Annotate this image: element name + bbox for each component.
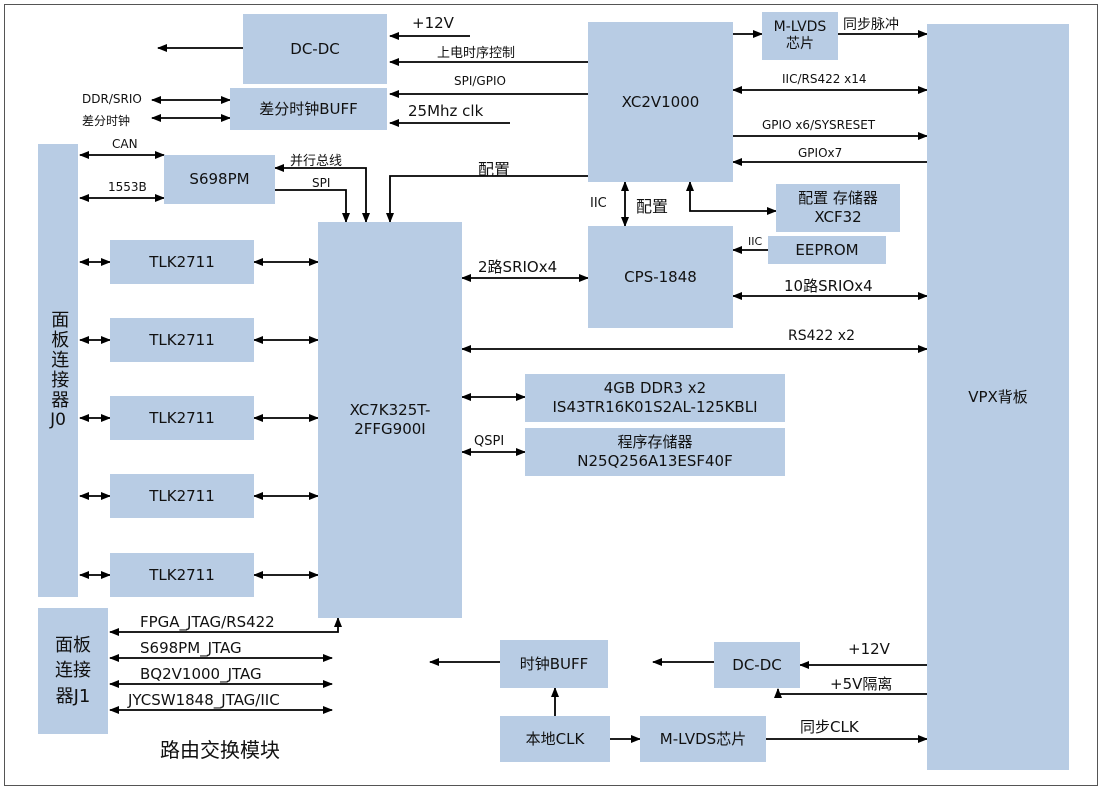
label-srio2: 2路SRIOx4 (478, 258, 558, 276)
clock-buff-bottom-block: 时钟BUFF (500, 640, 608, 688)
local-clk-block: 本地CLK (500, 716, 610, 762)
tlk2711-block: TLK2711 (110, 396, 254, 440)
s698pm-block: S698PM (164, 155, 275, 204)
eeprom-block: EEPROM (768, 236, 886, 264)
mlvds-top-label-2: 芯片 (786, 36, 814, 52)
label-config: 配置 (478, 160, 511, 179)
label-jycsw-jtag: JYCSW1848_JTAG/IIC (128, 691, 280, 709)
mlvds-top-label-1: M-LVDS (773, 18, 827, 35)
fpga-label-2: 2FFG900I (354, 420, 426, 438)
label-sync-pulse: 同步脉冲 (843, 17, 899, 33)
tlk2711-block: TLK2711 (110, 474, 254, 518)
tlk-links (79, 258, 319, 579)
wire-spi (275, 189, 350, 223)
panel-connector-j1-label-2: 连接 (55, 660, 91, 682)
ddr3-block: 4GB DDR3 x2 IS43TR16K01S2AL-125KBLI (525, 374, 785, 422)
fpga-label-1: XC7K325T- (349, 401, 431, 420)
label-can: CAN (112, 137, 138, 151)
program-flash-label-2: N25Q256A13ESF40F (577, 452, 733, 470)
wire-config-mem (686, 181, 777, 215)
mlvds-bottom-label: M-LVDS芯片 (659, 729, 747, 748)
label-fpga-jtag: FPGA_JTAG/RS422 (140, 613, 275, 631)
tlk2711-label: TLK2711 (149, 408, 215, 427)
dcdc-bottom-block: DC-DC (714, 642, 800, 688)
wire-parallel-bus (274, 164, 370, 223)
label-12v-top: +12V (412, 14, 454, 32)
label-srio10: 10路SRIOx4 (784, 277, 873, 295)
panel-connector-j1-label-1: 面板 (55, 635, 91, 657)
tlk2711-label: TLK2711 (149, 252, 215, 271)
mlvds-top-block: M-LVDS 芯片 (762, 12, 838, 60)
mlvds-bottom-block: M-LVDS芯片 (640, 716, 766, 762)
local-clk-label: 本地CLK (525, 729, 585, 748)
label-spi-gpio: SPI/GPIO (454, 74, 506, 88)
label-sync-clk: 同步CLK (800, 718, 859, 736)
label-diff-clock: 差分时钟 (82, 114, 131, 128)
clock-buff-bottom-label: 时钟BUFF (519, 654, 589, 673)
label-iic-rs422: IIC/RS422 x14 (782, 72, 867, 86)
label-25mhz-clk: 25Mhz clk (408, 102, 484, 120)
panel-connector-j0-label-2: J0 (50, 409, 66, 430)
tlk2711-block: TLK2711 (110, 240, 254, 284)
config-memory-label-2: XCF32 (814, 208, 862, 226)
panel-connector-j1-block: 面板 连接 器J1 (38, 608, 108, 734)
diff-clock-buff-label: 差分时钟BUFF (259, 99, 358, 118)
label-12v-bottom: +12V (848, 640, 890, 658)
label-s698-jtag: S698PM_JTAG (140, 639, 242, 657)
diff-clock-buff-block: 差分时钟BUFF (230, 88, 387, 130)
label-gpio-sysreset: GPIO x6/SYSRESET (762, 118, 876, 132)
program-flash-label-1: 程序存储器 (617, 433, 693, 452)
config-memory-label-1: 配置 存储器 (798, 189, 878, 208)
tlk2711-label: TLK2711 (149, 486, 215, 505)
label-rs422x2: RS422 x2 (788, 328, 855, 344)
s698pm-label: S698PM (189, 170, 250, 189)
tlk2711-label: TLK2711 (149, 330, 215, 349)
program-flash-block: 程序存储器 N25Q256A13ESF40F (525, 428, 785, 476)
panel-connector-j0-block: 面板连接器 J0 (38, 144, 78, 597)
wire-5v-iso (774, 688, 927, 698)
panel-connector-j1-label-3: 器J1 (55, 685, 91, 707)
label-power-sequence: 上电时序控制 (437, 46, 516, 61)
tlk2711-label: TLK2711 (149, 565, 215, 584)
vpx-backplane-label: VPX背板 (968, 387, 1028, 406)
dcdc-top-label: DC-DC (290, 39, 340, 58)
tlk2711-block: TLK2711 (110, 318, 254, 362)
vpx-backplane-block: VPX背板 (927, 24, 1069, 770)
wire-config (386, 175, 588, 223)
label-ddr-srio: DDR/SRIO (82, 92, 142, 106)
label-spi: SPI (312, 176, 331, 190)
label-qspi: QSPI (474, 434, 505, 449)
diagram-frame (4, 4, 1098, 786)
dcdc-bottom-label: DC-DC (732, 655, 782, 674)
cps1848-block: CPS-1848 (588, 226, 733, 328)
panel-connector-j0-label-1: 面板连接器 (48, 309, 70, 410)
label-config-2: 配置 (636, 197, 669, 216)
label-bq-jtag: BQ2V1000_JTAG (140, 665, 262, 683)
ddr3-label-1: 4GB DDR3 x2 (603, 379, 707, 398)
xc2v1000-block: XC2V1000 (588, 22, 733, 182)
label-5v-isolated: +5V隔离 (830, 675, 893, 693)
cps1848-label: CPS-1848 (624, 267, 697, 286)
wire-fpga-jtag (109, 617, 342, 636)
fpga-block: XC7K325T- 2FFG900I (318, 222, 462, 618)
xc2v1000-label: XC2V1000 (621, 92, 700, 111)
label-iic-xc2v-cps: IIC (590, 196, 607, 211)
tlk2711-block: TLK2711 (110, 553, 254, 597)
label-gpio7: GPIOx7 (798, 146, 843, 160)
label-1553b: 1553B (108, 180, 147, 194)
dcdc-top-block: DC-DC (243, 14, 387, 84)
eeprom-label: EEPROM (795, 240, 859, 259)
ddr3-label-2: IS43TR16K01S2AL-125KBLI (552, 398, 758, 416)
label-iic-eeprom: IIC (748, 235, 763, 248)
module-caption: 路由交换模块 (160, 738, 280, 762)
config-memory-block: 配置 存储器 XCF32 (776, 184, 900, 232)
label-parallel-bus: 并行总线 (290, 154, 343, 169)
